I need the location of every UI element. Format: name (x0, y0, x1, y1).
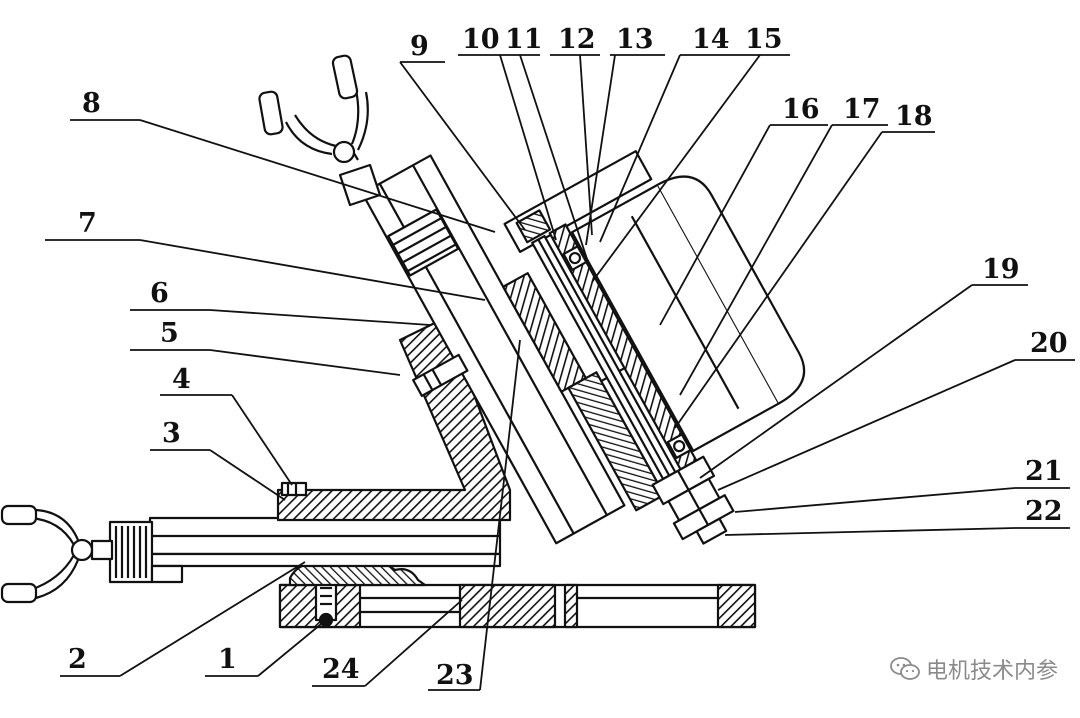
label-1: 1 (218, 644, 237, 675)
label-6: 6 (150, 278, 169, 309)
label-9: 9 (410, 31, 429, 62)
label-16: 16 (782, 94, 820, 125)
horizontal-slide (108, 516, 502, 584)
leader-lines (45, 54, 1075, 691)
label-7: 7 (78, 208, 97, 239)
label-14: 14 (692, 24, 730, 55)
label-3: 3 (162, 418, 181, 449)
label-12: 12 (558, 24, 596, 55)
part-labels: 1 2 3 4 5 6 7 8 9 10 11 12 13 14 15 16 1… (68, 24, 1068, 691)
watermark-text: 电机技术内参 (925, 659, 1058, 684)
label-13: 13 (616, 24, 654, 55)
label-5: 5 (160, 318, 179, 349)
upper-handle (258, 54, 382, 207)
label-17: 17 (843, 94, 881, 125)
base-plate (278, 583, 757, 629)
label-21: 21 (1025, 456, 1063, 487)
watermark: 电机技术内参 (890, 653, 1058, 685)
label-18: 18 (895, 101, 933, 132)
label-4: 4 (172, 364, 191, 395)
label-23: 23 (436, 660, 474, 691)
label-8: 8 (82, 88, 101, 119)
label-2: 2 (68, 644, 87, 675)
label-11: 11 (505, 24, 543, 55)
label-19: 19 (982, 254, 1020, 285)
label-20: 20 (1030, 328, 1068, 359)
motor-assembly (503, 150, 806, 545)
label-10: 10 (462, 24, 500, 55)
wechat-icon (890, 657, 920, 680)
left-handle (0, 504, 114, 604)
label-24: 24 (322, 654, 360, 685)
label-15: 15 (745, 24, 783, 55)
label-22: 22 (1025, 496, 1063, 527)
